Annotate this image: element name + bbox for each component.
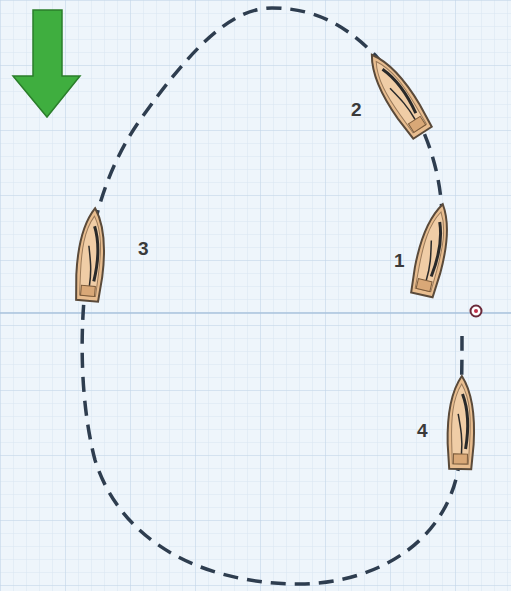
callout-number: 3 [138, 239, 149, 258]
callout-number: 2 [351, 99, 362, 120]
grid-axis [0, 312, 511, 314]
boat [361, 48, 434, 140]
mark-buoy [471, 306, 482, 317]
callout-number: 3 [138, 238, 149, 259]
boat [74, 207, 108, 302]
sailing-course [82, 8, 462, 584]
callout-number: 4 [417, 420, 428, 441]
callout-number: 1 [394, 250, 405, 271]
callout-number: 2 [351, 100, 362, 119]
boat [409, 201, 456, 298]
boat [447, 376, 475, 469]
callout-number: 1 [394, 251, 405, 270]
callout-number: 4 [417, 421, 428, 440]
wind-arrow [13, 10, 80, 117]
